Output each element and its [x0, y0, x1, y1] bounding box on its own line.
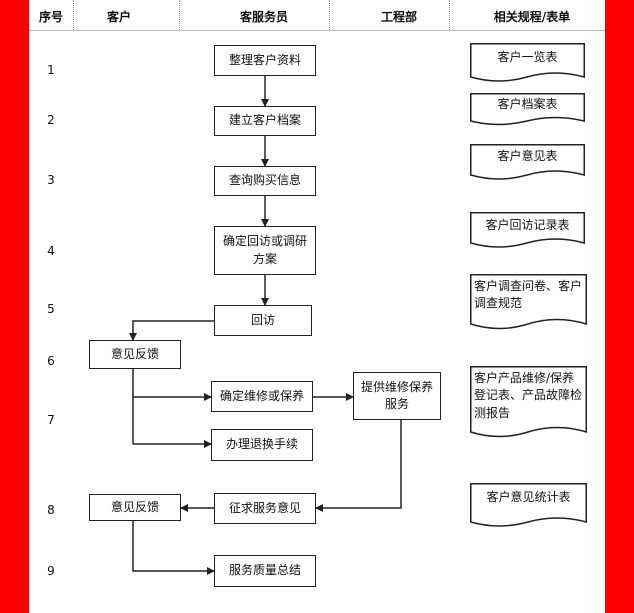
- row-number: 5: [47, 302, 55, 316]
- step-organize-customer-data: 整理客户资料: [214, 45, 316, 76]
- step-confirm-repair: 确定维修或保养: [211, 381, 313, 412]
- header-separator: [329, 0, 330, 30]
- document-shape: [470, 366, 587, 438]
- step-quality-summary: 服务质量总结: [214, 555, 316, 587]
- doc-opinion-statistics: 客户意见统计表: [486, 490, 571, 505]
- document-shape: [470, 93, 585, 126]
- connector-lines: [129, 76, 402, 575]
- arrow-s5-s6: [129, 320, 214, 341]
- header-seq: 序号: [38, 10, 63, 24]
- step-return-exchange: 办理退换手续: [211, 429, 313, 461]
- step-define-visit-plan: 确定回访或调研方案: [214, 226, 316, 275]
- row-number: 1: [47, 63, 55, 77]
- doc-customer-opinion-form: 客户意见表: [497, 149, 558, 164]
- step-customer-feedback-2: 意见反馈: [89, 494, 181, 521]
- header-separator: [73, 0, 74, 30]
- header-customer: 客户: [106, 10, 131, 24]
- row-number: 4: [47, 244, 55, 258]
- row-number: 9: [47, 564, 55, 578]
- step-customer-feedback: 意见反馈: [89, 340, 181, 369]
- row-number: 6: [47, 354, 55, 368]
- step-collect-feedback: 征求服务意见: [214, 493, 316, 524]
- doc-customer-list: 客户一览表: [497, 50, 558, 65]
- header-service: 客服务员: [239, 10, 288, 24]
- header-separator: [179, 0, 180, 30]
- doc-survey: 客户调查问卷、客户调查规范: [474, 279, 583, 311]
- row-number: 2: [47, 113, 55, 127]
- document-shape: [470, 483, 587, 527]
- step-return-visit: 回访: [214, 305, 312, 336]
- row-number: 3: [47, 173, 55, 187]
- row-number: 7: [47, 413, 55, 427]
- flowchart-frame: 序号 客户 客服务员 工程部 相关规程/表单 1 2 3 4 5 6 7 8 9: [29, 0, 605, 613]
- row-number: 8: [47, 503, 55, 517]
- step-provide-repair-service: 提供维修保养服务: [353, 372, 441, 420]
- step-query-purchase-info: 查询购买信息: [214, 166, 316, 196]
- document-shape: [470, 43, 585, 82]
- header-rule: [29, 30, 605, 31]
- step-create-customer-file: 建立客户档案: [214, 106, 316, 136]
- document-shape: [470, 212, 585, 248]
- document-shape: [470, 274, 587, 330]
- doc-visit-record: 客户回访记录表: [485, 218, 570, 233]
- doc-repair-register: 客户产品维修/保养登记表、产品故障检测报告: [474, 371, 583, 420]
- header-engineering: 工程部: [380, 10, 417, 24]
- arrow-s8b-s9: [132, 521, 215, 575]
- header-forms: 相关规程/表单: [493, 10, 571, 24]
- header-separator: [449, 0, 450, 30]
- document-shape: [470, 144, 585, 180]
- doc-customer-file-form: 客户档案表: [497, 97, 558, 112]
- arrow-s7b-s8a: [315, 420, 402, 512]
